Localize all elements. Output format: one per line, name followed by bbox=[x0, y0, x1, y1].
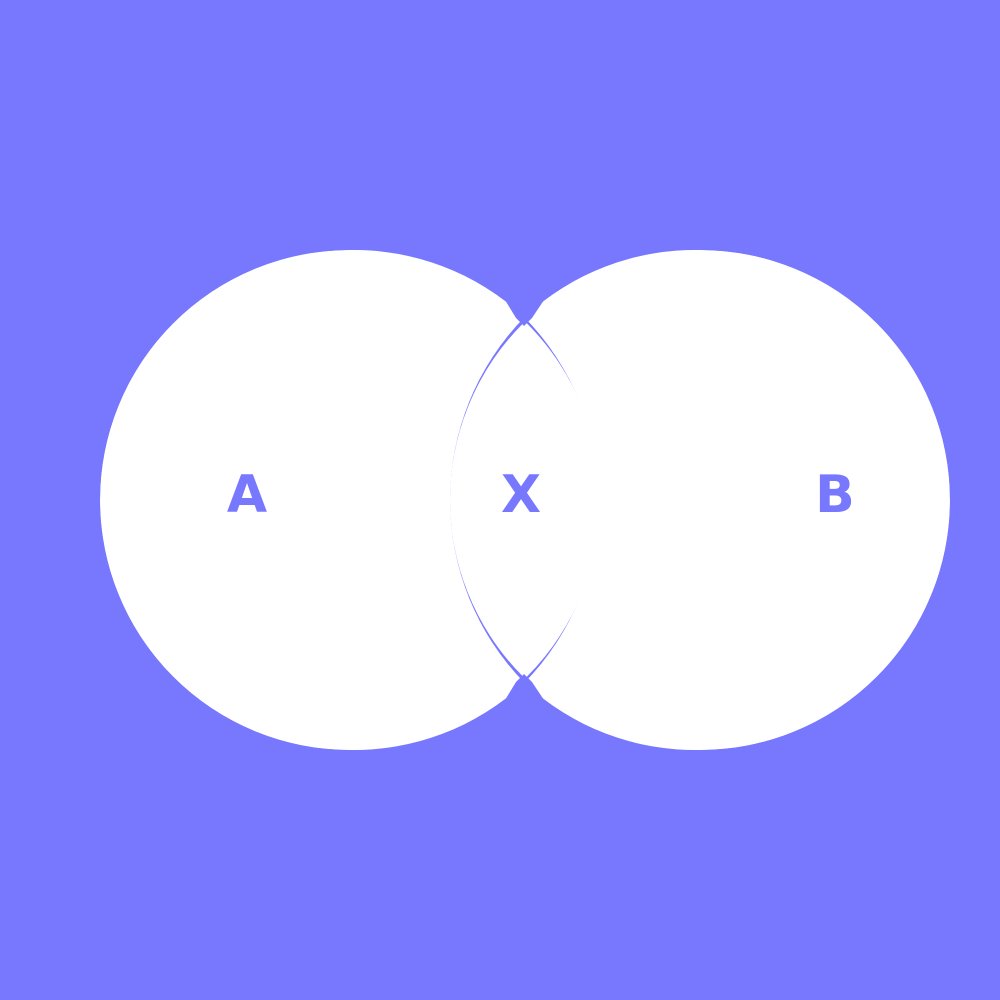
bottom-notch bbox=[505, 674, 544, 700]
set-a-label: A bbox=[227, 465, 267, 525]
top-notch bbox=[505, 300, 544, 326]
set-b-outer-mask bbox=[524, 250, 945, 751]
set-a-outer-mask bbox=[103, 250, 525, 751]
intersection-label: X bbox=[501, 465, 541, 525]
set-b-label: B bbox=[815, 465, 855, 525]
